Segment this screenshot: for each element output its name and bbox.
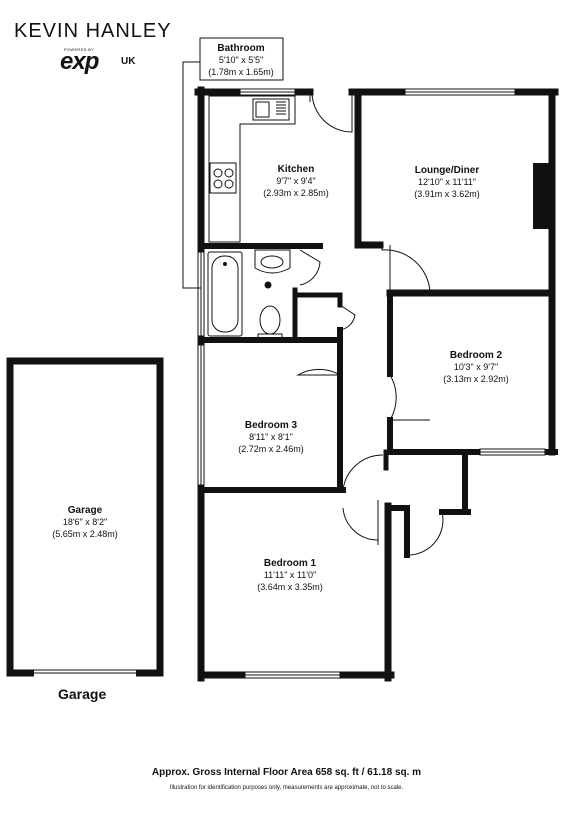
bedroom2-dim-metric: (3.13m x 2.92m)	[443, 374, 509, 384]
bedroom2-dim-imperial: 10'3" x 9'7"	[454, 362, 498, 372]
exp-powered-by: POWERED BY	[64, 47, 95, 52]
kitchen-dim-imperial: 9'7" x 9'4"	[276, 176, 315, 186]
kitchen-hob	[209, 162, 237, 194]
floor-area-note: Approx. Gross Internal Floor Area 658 sq…	[151, 767, 422, 778]
bathroom-dim-imperial: 5'10" x 5'5"	[219, 55, 263, 65]
bedroom2-name: Bedroom 2	[450, 350, 503, 361]
lounge-dim-imperial: 12'10" x 11'11"	[418, 177, 476, 187]
chimney-breast	[533, 163, 552, 229]
fixtures	[207, 95, 296, 341]
brand-region: UK	[121, 56, 136, 67]
bedroom3-dim-metric: (2.72m x 2.46m)	[238, 444, 304, 454]
disclaimer: Illustration for identification purposes…	[169, 785, 404, 791]
kitchen-dim-metric: (2.93m x 2.85m)	[263, 188, 329, 198]
house-walls	[194, 86, 559, 682]
bathroom-label-box	[199, 37, 284, 81]
bedroom3-name: Bedroom 3	[245, 420, 298, 431]
bathroom-dim-metric: (1.78m x 1.65m)	[208, 67, 274, 77]
bathroom-name: Bathroom	[217, 43, 264, 54]
bedroom1-dim-imperial: 11'11" x 11'0"	[264, 570, 316, 580]
basin	[254, 249, 291, 274]
lounge-dim-metric: (3.91m x 3.62m)	[414, 189, 480, 199]
kitchen-name: Kitchen	[278, 164, 315, 175]
garage-dim-metric: (5.65m x 2.48m)	[52, 529, 118, 539]
brand-name: KEVIN HANLEY	[14, 20, 172, 42]
bedroom1-dim-metric: (3.64m x 3.35m)	[257, 582, 323, 592]
garage-caption: Garage	[58, 686, 107, 702]
garage-dim-imperial: 18'6" x 8'2"	[63, 517, 107, 527]
bedroom1-name: Bedroom 1	[264, 558, 317, 569]
bathtub	[207, 251, 243, 337]
doors	[296, 91, 444, 556]
lounge-name: Lounge/Diner	[415, 165, 480, 176]
garage-name: Garage	[68, 505, 103, 516]
exp-logo: exp	[60, 48, 99, 75]
room-labels: Bathroom 5'10" x 5'5" (1.78m x 1.65m) Ki…	[52, 43, 509, 592]
garage-block	[6, 357, 164, 677]
bathroom-leader-line	[182, 61, 201, 289]
kitchen-sink	[252, 98, 290, 121]
bedroom3-dim-imperial: 8'11" x 8'1"	[249, 432, 293, 442]
